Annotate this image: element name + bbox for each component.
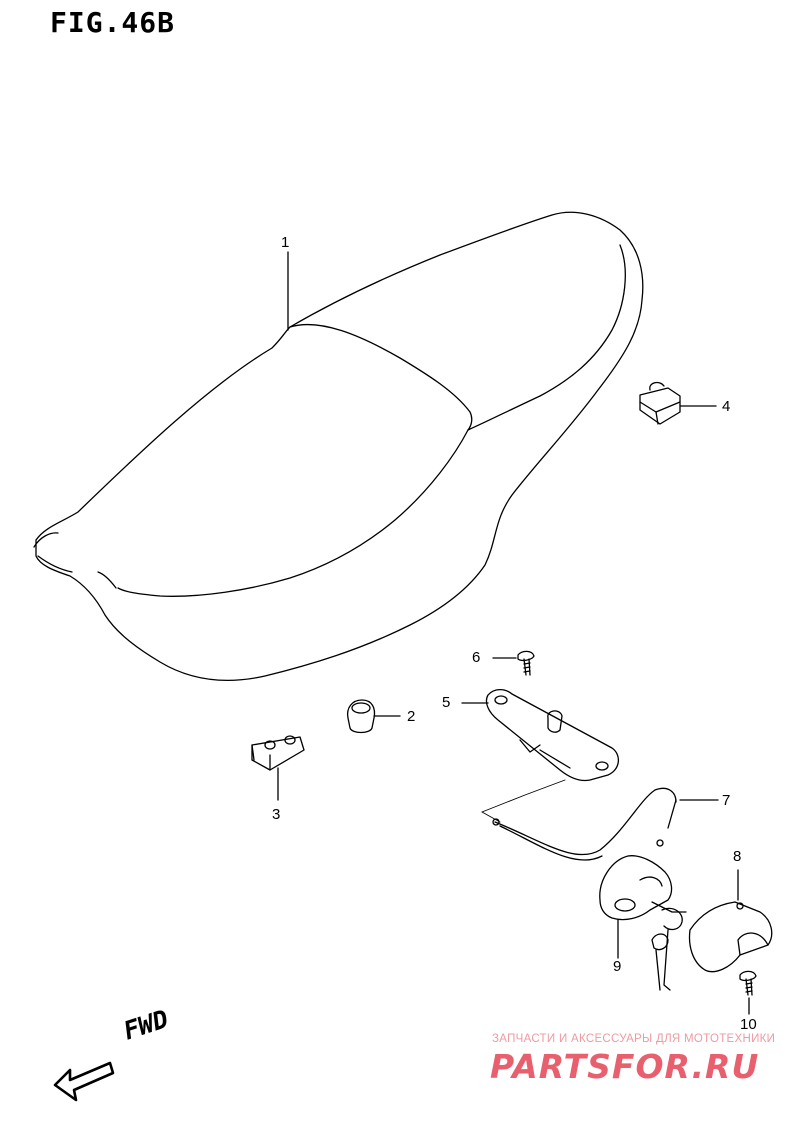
watermark-tagline: ЗАПЧАСТИ И АКСЕССУАРЫ ДЛЯ МОТОТЕХНИКИ <box>492 1033 776 1045</box>
holder-part-3 <box>251 735 305 801</box>
callout-4: 4 <box>722 398 731 415</box>
cover-part-8 <box>688 869 773 973</box>
callout-10: 10 <box>740 1016 757 1033</box>
callout-7: 7 <box>722 792 731 809</box>
figure-title: FIG.46B <box>50 6 176 39</box>
watermark-logo: PARTSFOR.RU <box>490 1047 760 1086</box>
screw-part-10 <box>739 970 757 1015</box>
seat-part <box>33 211 644 681</box>
callout-3: 3 <box>272 806 281 823</box>
callout-1: 1 <box>281 234 290 251</box>
lock-cable-part <box>481 779 719 861</box>
holder-part-4 <box>639 381 717 425</box>
screw-part-6 <box>492 650 535 676</box>
damper-part <box>346 699 401 734</box>
lock-set-part-9 <box>599 855 687 991</box>
seat-lock-part <box>461 688 619 782</box>
callout-9: 9 <box>613 958 622 975</box>
callout-2: 2 <box>407 708 416 725</box>
callout-5: 5 <box>442 694 451 711</box>
callout-8: 8 <box>733 848 742 865</box>
callout-6: 6 <box>472 649 481 666</box>
forward-direction-arrow <box>53 1061 115 1102</box>
